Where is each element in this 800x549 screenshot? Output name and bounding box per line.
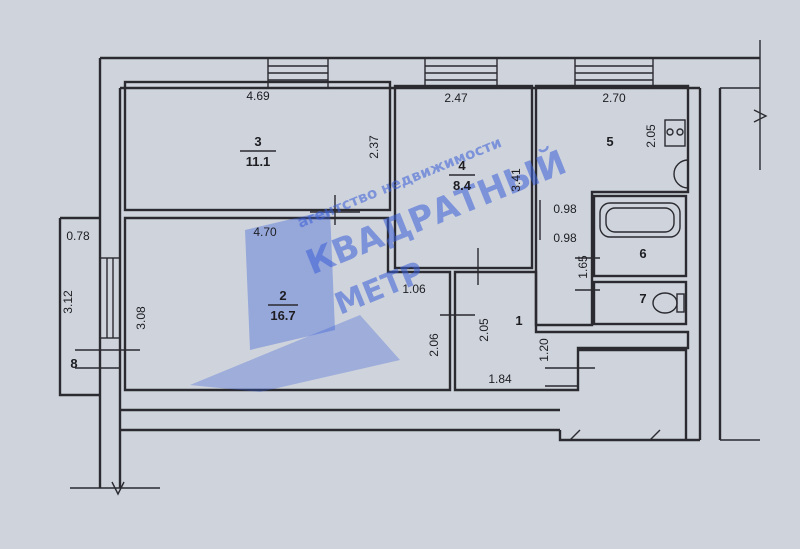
room-4-number: 4 xyxy=(458,158,466,173)
dim-room3-depth: 2.37 xyxy=(367,135,381,159)
storage-outline xyxy=(578,348,688,440)
dim-room2-inner: 2.06 xyxy=(427,333,441,357)
dim-hall-depth: 2.05 xyxy=(477,318,491,342)
room-2-outline xyxy=(123,216,452,392)
room-8-number: 8 xyxy=(70,356,77,371)
dim-room5-depth: 2.05 xyxy=(644,124,658,148)
room-1-number: 1 xyxy=(515,313,522,328)
room-2-number: 2 xyxy=(279,288,286,303)
dim-room5-width: 2.70 xyxy=(602,91,626,105)
dim-balcony-depth: 3.12 xyxy=(61,290,75,314)
room-7-outline xyxy=(592,280,688,326)
bathtub-icon xyxy=(599,202,681,238)
room-6-number: 6 xyxy=(639,246,646,261)
burner-icon xyxy=(666,128,674,136)
room-4-outline xyxy=(393,84,534,270)
dim-room5-gap: 0.98 xyxy=(553,202,577,216)
windows xyxy=(99,57,654,339)
watermark-logo-building xyxy=(245,210,335,350)
room-3-outline xyxy=(123,80,392,212)
bathtub-inner xyxy=(605,207,675,233)
door-marks xyxy=(75,195,661,441)
burner-icon-2 xyxy=(676,128,684,136)
room-4-area: 8.4 xyxy=(453,178,472,193)
watermark-logo-sail xyxy=(190,315,400,392)
room-6-outline xyxy=(592,194,688,278)
dim-room4-width: 2.47 xyxy=(444,91,468,105)
balcony-room-8 xyxy=(58,216,100,397)
room-5-number: 5 xyxy=(606,134,613,149)
room-2-area: 16.7 xyxy=(270,308,295,323)
dim-room2-width: 4.70 xyxy=(253,225,277,239)
dim-balcony-width: 0.78 xyxy=(66,229,90,243)
room-3-number: 3 xyxy=(254,134,261,149)
dim-corridor-depth: 1.20 xyxy=(537,338,551,362)
dim-corridor-width: 1.84 xyxy=(488,372,512,386)
dim-room6-width: 0.98 xyxy=(553,231,577,245)
toilet-tank xyxy=(676,293,685,313)
room-3-area: 11.1 xyxy=(246,154,271,169)
sink-icon xyxy=(673,159,689,189)
room-1-outline xyxy=(453,270,690,392)
dim-room4-depth: 3.41 xyxy=(509,168,523,192)
dim-room3-width: 4.69 xyxy=(246,89,270,103)
stove-icon xyxy=(664,119,686,147)
room-7-number: 7 xyxy=(639,291,646,306)
dim-hall-width: 1.06 xyxy=(402,282,426,296)
dim-room2-depth: 3.08 xyxy=(134,306,148,330)
dim-room6-depth: 1.65 xyxy=(576,255,590,279)
